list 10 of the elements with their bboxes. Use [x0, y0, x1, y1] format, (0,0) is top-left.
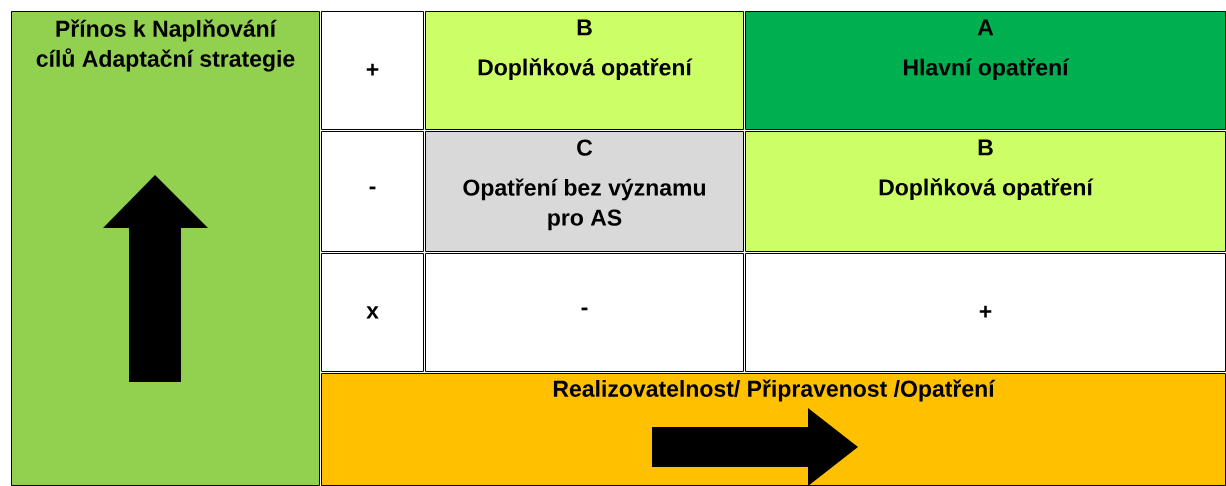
table-cell: - [321, 131, 424, 252]
table-cell: B Doplňková opatření [745, 131, 1226, 252]
table-cell: + [321, 11, 424, 130]
table-cell: B Doplňková opatření [425, 11, 744, 130]
header-cell: Realizovatelnost/ Připravenost /Opatření [321, 373, 1226, 486]
table-cell: C Opatření bez významu pro AS [425, 131, 744, 252]
table-cell: + [745, 253, 1226, 372]
table-cell: x [321, 253, 424, 372]
table-cell: A Hlavní opatření [745, 11, 1226, 130]
header-cell: Přínos k Naplňování cílů Adaptační strategie [11, 11, 320, 486]
